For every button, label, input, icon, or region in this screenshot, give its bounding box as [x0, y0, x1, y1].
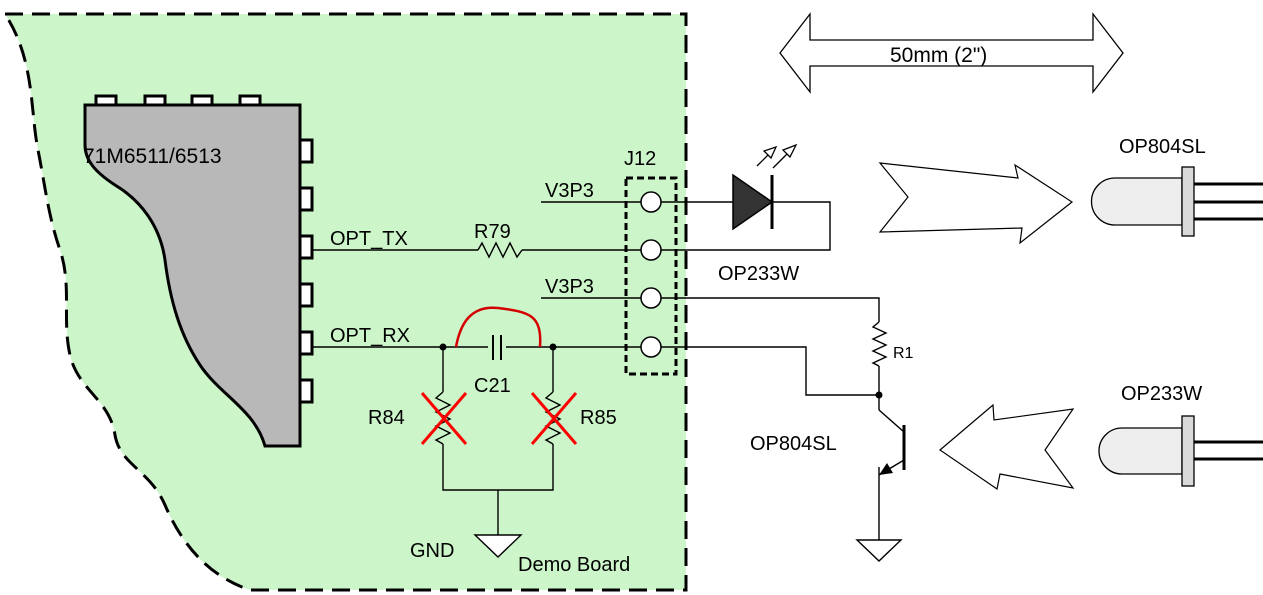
r84-label: R84 [368, 407, 405, 429]
op233w-component [1098, 415, 1263, 487]
opt-rx-label: OPT_RX [330, 325, 410, 347]
op233w-right-label: OP233W [1121, 383, 1202, 405]
external-wires [661, 201, 880, 540]
gnd-label: GND [410, 540, 454, 562]
r1-resistor [871, 321, 888, 367]
phototransistor [878, 409, 906, 476]
j12-connector-outline [624, 176, 678, 376]
jumper-wire [454, 306, 542, 348]
dimension-label: 50mm (2") [890, 44, 987, 67]
demo-board-label: Demo Board [518, 554, 630, 576]
v3p3-top-label: V3P3 [545, 180, 594, 202]
c21-label: C21 [474, 375, 511, 397]
r85-resistor [544, 391, 562, 445]
c21-capacitor [492, 335, 502, 360]
op804sl-top-label: OP804SL [1119, 136, 1206, 158]
r79-label: R79 [474, 221, 511, 243]
r79-resistor [477, 241, 523, 259]
led-emission-arrows [756, 143, 798, 169]
led-diode [732, 173, 774, 231]
dimension-arrow [779, 12, 1124, 94]
transistor-gnd-symbol [855, 539, 903, 562]
op804sl-component [1090, 166, 1263, 237]
opt-tx-label: OPT_TX [330, 228, 408, 250]
op804sl-transistor-label: OP804SL [750, 433, 837, 455]
op233w-led-label: OP233W [718, 263, 799, 285]
board-wires [312, 201, 641, 535]
tx-beam-arrow [878, 162, 1074, 245]
chip-body [83, 103, 302, 448]
r84-resistor [434, 391, 452, 445]
cut-marks [420, 392, 578, 445]
chip-label: 71M6511/6513 [83, 145, 222, 168]
v3p3-mid-label: V3P3 [545, 276, 594, 298]
gnd-symbol [473, 534, 523, 558]
r1-label: R1 [893, 345, 914, 362]
rx-beam-arrow [939, 403, 1075, 491]
r85-label: R85 [580, 407, 617, 429]
j12-label: J12 [624, 148, 656, 170]
